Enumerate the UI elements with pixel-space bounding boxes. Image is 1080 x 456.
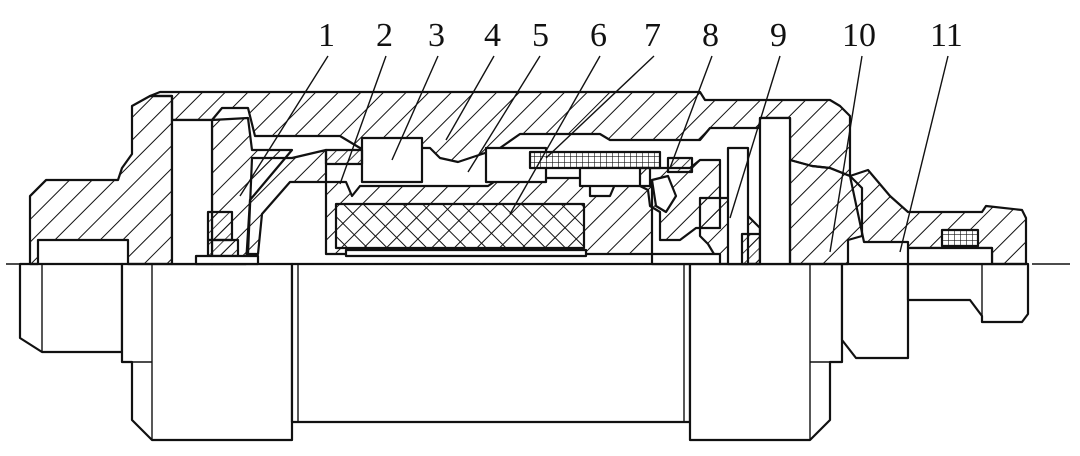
- callout-6: 6: [590, 17, 607, 54]
- callout-8: 8: [702, 17, 719, 54]
- upper-section: [28, 90, 1028, 266]
- callout-3: 3: [428, 17, 445, 54]
- callout-1: 1: [318, 17, 335, 54]
- callout-2: 2: [376, 17, 393, 54]
- callout-labels: 1 2 3 4 5 6 7 8 9 10 11: [318, 17, 963, 54]
- lower-outline: [18, 262, 1030, 442]
- callout-10: 10: [842, 17, 876, 54]
- leader-lines: [239, 55, 949, 253]
- callout-5: 5: [532, 17, 549, 54]
- callout-11: 11: [930, 17, 963, 54]
- callout-4: 4: [484, 17, 501, 54]
- callout-9: 9: [770, 17, 787, 54]
- callout-7: 7: [644, 17, 661, 54]
